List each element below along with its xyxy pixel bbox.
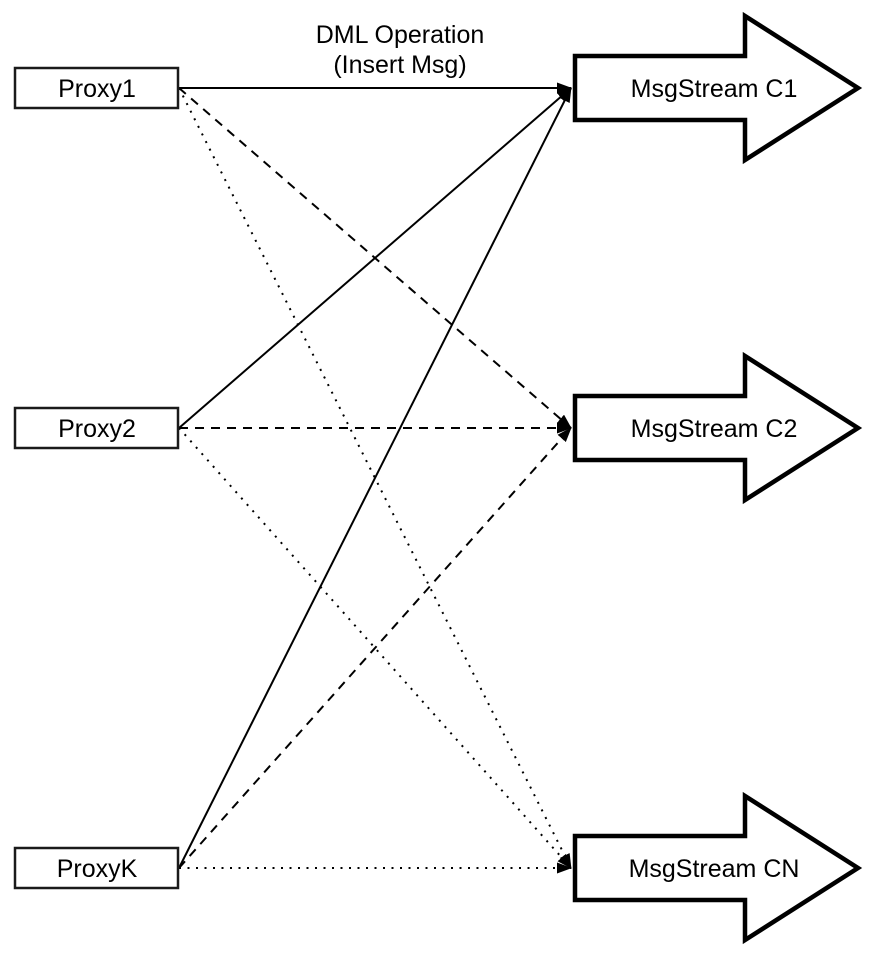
msgstream-cn-arrow-shape: [572, 791, 863, 945]
dml-operation-label-line1: DML Operation: [316, 21, 485, 49]
msgstream-c2-label: MsgStream C2: [631, 415, 798, 443]
proxyk-label: ProxyK: [57, 855, 138, 883]
dml-operation-label: DML Operation (Insert Msg): [316, 21, 485, 79]
edge-proxyk-to-c2: [178, 427, 572, 869]
msgstream-c1-label: MsgStream C1: [631, 75, 798, 103]
msgstream-cn-label: MsgStream CN: [629, 855, 800, 883]
edge-proxy1-to-cn: [178, 87, 572, 869]
msgstream-c1-node: MsgStream C1: [572, 11, 863, 165]
msgstream-c2-arrow-shape: [572, 351, 863, 505]
dml-operation-label-line2: (Insert Msg): [333, 51, 466, 79]
proxyk-node: ProxyK: [13, 846, 180, 890]
edge-proxy1-to-c2: [178, 87, 572, 429]
proxy2-label: Proxy2: [58, 415, 136, 443]
proxy1-box: [13, 66, 180, 110]
msgstream-cn-node: MsgStream CN: [572, 791, 863, 945]
proxy2-node: Proxy2: [13, 406, 180, 450]
edge-proxyk-to-c1: [178, 87, 572, 869]
proxyk-box: [13, 846, 180, 890]
proxy1-node: Proxy1: [13, 66, 180, 110]
edge-layer: [178, 82, 572, 874]
msgstream-c2-node: MsgStream C2: [572, 351, 863, 505]
msgstream-c1-arrow-shape: [572, 11, 863, 165]
proxy1-label: Proxy1: [58, 75, 136, 103]
proxy2-box: [13, 406, 180, 450]
